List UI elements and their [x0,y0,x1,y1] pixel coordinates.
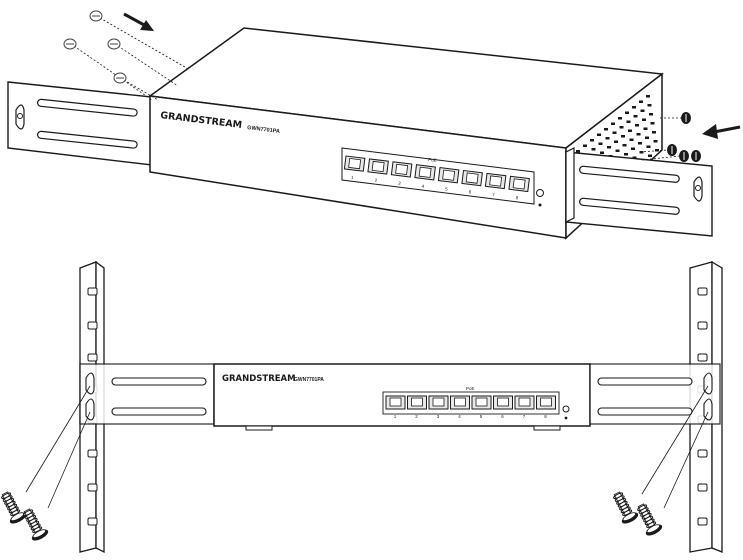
port-group-bottom: 1 2 3 4 5 6 7 8 [385,395,556,419]
screw-icon [691,150,701,162]
port-number-label: 1 [351,175,355,180]
poe-label-bottom: PoE [466,386,475,391]
port-number-label: 5 [445,186,449,191]
rack-screw-icon [23,508,49,541]
rail-hole [87,449,98,458]
port-number-label: 6 [501,414,504,419]
ethernet-port: 4 [450,395,470,419]
ethernet-port: 8 [536,395,556,419]
arrow-icon [123,12,154,31]
led-indicator [536,189,544,197]
ethernet-port: 3 [428,395,449,419]
port-number-label: 4 [458,414,461,419]
rail-hole [697,517,708,526]
arrow-icon [702,124,741,139]
right-bracket-top [565,147,713,237]
port-group-top: 1 2 3 4 5 6 7 8 [343,155,530,200]
ethernet-port: 8 [508,175,530,200]
model-label-top: GWN7701PA [247,125,280,135]
left-bracket-bottom [79,363,215,425]
rail-hole [697,483,708,492]
ethernet-port: 1 [343,155,366,180]
port-number-label: 5 [480,414,483,419]
port-number-label: 7 [492,192,496,197]
port-number-label: 6 [468,189,472,194]
rail-hole [87,287,98,296]
screw-icon [113,72,127,84]
reset-hole [564,416,568,420]
ethernet-port: 3 [390,161,413,186]
rack-screws-left [1,385,91,541]
screws-right-top [639,112,741,162]
rack-screw-icon [637,503,663,536]
brand-label-bottom: GRANDSTREAM [222,374,296,384]
port-number-label: 3 [437,414,440,419]
screw-icon [679,150,689,162]
port-number-label: 4 [421,184,425,189]
screw-icon [89,10,103,22]
ethernet-port: 5 [471,395,492,419]
ethernet-port: 6 [493,395,513,419]
ethernet-port: 2 [407,395,427,419]
right-bracket-bottom [589,363,721,425]
rail-hole [87,353,98,362]
poe-label-top: PoE [428,157,437,163]
rail-hole [87,321,98,330]
rail-hole [697,321,708,330]
screw-icon [667,144,677,156]
screw-icon [107,38,121,50]
port-number-label: 2 [415,414,418,419]
port-number-label: 3 [398,181,402,186]
screw-icon [681,112,691,124]
rack-screw-icon [613,491,639,524]
screw-icon [63,38,77,50]
port-number-label: 7 [523,414,526,419]
reset-hole [538,203,542,207]
port-number-label: 8 [544,414,547,419]
port-number-label: 1 [394,414,397,419]
switch-body-bottom: GRANDSTREAM GWN7701PA PoE 1 2 3 4 5 6 7 8 [213,363,591,431]
ethernet-port: 5 [437,167,460,192]
ethernet-port: 7 [484,172,507,198]
rack-screws-right [613,385,709,536]
ethernet-port: 6 [461,169,483,195]
port-number-label: 8 [515,195,519,200]
bottom-assembly: GRANDSTREAM GWN7701PA PoE 1 2 3 4 5 6 7 8 [1,260,723,554]
ethernet-port: 4 [414,164,436,189]
rack-screw-icon [1,491,27,524]
screws-left-top [63,10,191,101]
ethernet-port: 7 [514,395,535,419]
rail-hole [697,449,708,458]
rail-hole [87,483,98,492]
rail-hole [87,517,98,526]
port-number-label: 2 [374,178,378,183]
model-label-bottom: GWN7701PA [294,377,324,383]
rail-hole [697,353,708,362]
ethernet-port: 2 [367,158,389,183]
led-indicator [562,405,570,413]
left-bracket-top [7,81,161,166]
rail-hole [697,287,708,296]
ethernet-port: 1 [385,395,406,419]
